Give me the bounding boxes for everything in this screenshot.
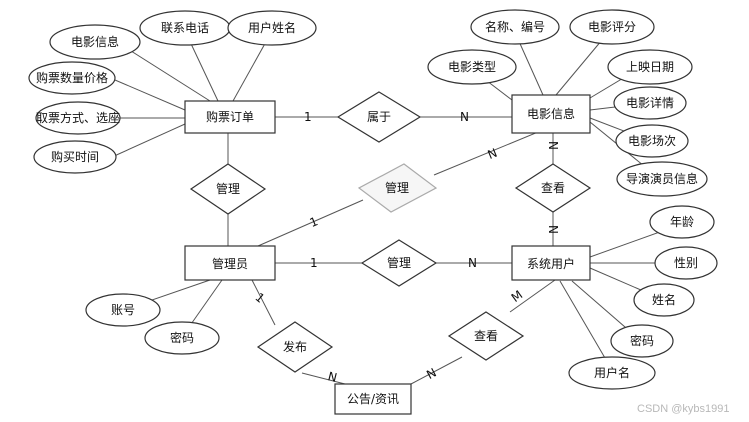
- entity-order-label: 购票订单: [206, 109, 254, 124]
- svg-text:名称、编号: 名称、编号: [485, 19, 545, 34]
- cardinality-view-top: N: [546, 141, 560, 150]
- svg-text:购票数量价格: 购票数量价格: [36, 70, 108, 85]
- svg-text:用户名: 用户名: [594, 365, 630, 380]
- relationship-view-notice-label: 查看: [474, 329, 498, 343]
- cardinality-admin-user-n: N: [468, 256, 477, 270]
- cardinality-admin-user-1: 1: [310, 256, 318, 270]
- entity-admin-label: 管理员: [212, 256, 248, 271]
- entity-notice: 公告/资讯: [334, 383, 412, 415]
- svg-text:联系电话: 联系电话: [161, 21, 209, 35]
- svg-text:电影评分: 电影评分: [588, 20, 636, 34]
- svg-text:姓名: 姓名: [652, 292, 676, 307]
- svg-text:用户姓名: 用户姓名: [248, 20, 296, 35]
- attribute-user-username: 用户名: [568, 356, 656, 390]
- svg-text:电影信息: 电影信息: [71, 34, 119, 49]
- cardinality-publish-n: N: [326, 369, 338, 385]
- attribute-movie-showtimes: 电影场次: [615, 124, 689, 158]
- svg-text:购买时间: 购买时间: [51, 149, 99, 164]
- attribute-movie-details: 电影详情: [613, 86, 687, 120]
- attribute-movie-name-id: 名称、编号: [470, 9, 560, 45]
- attribute-user-name: 姓名: [633, 283, 695, 317]
- svg-text:电影详情: 电影详情: [626, 95, 674, 110]
- attribute-order-pickup-seat: 取票方式、选座: [35, 101, 121, 135]
- cardinality-admin-movie-1: 1: [308, 214, 320, 230]
- relationship-belongs-label: 属于: [367, 110, 391, 124]
- svg-text:上映日期: 上映日期: [626, 60, 674, 74]
- relationship-manage-movie: 管理: [357, 163, 438, 213]
- relationship-belongs: 属于: [336, 91, 422, 143]
- svg-text:电影场次: 电影场次: [628, 134, 676, 148]
- relationship-publish: 发布: [256, 321, 334, 373]
- cardinality-belongs-left: 1: [304, 110, 312, 124]
- entity-user: 系统用户: [511, 245, 591, 281]
- relationship-view: 查看: [514, 163, 592, 213]
- svg-text:密码: 密码: [630, 333, 654, 348]
- attribute-order-username: 用户姓名: [227, 10, 317, 46]
- svg-text:导演演员信息: 导演演员信息: [626, 171, 698, 186]
- entity-notice-label: 公告/资讯: [347, 392, 399, 406]
- relationship-manage-order: 管理: [189, 163, 267, 215]
- relationship-manage-user-label: 管理: [387, 255, 411, 270]
- svg-text:账号: 账号: [111, 303, 135, 317]
- entity-order: 购票订单: [184, 100, 276, 134]
- attribute-movie-release-date: 上映日期: [607, 49, 693, 85]
- attribute-movie-director-cast: 导演演员信息: [616, 161, 708, 197]
- attribute-user-age: 年龄: [649, 205, 715, 239]
- svg-text:取票方式、选座: 取票方式、选座: [36, 110, 120, 125]
- attribute-admin-account: 账号: [85, 293, 161, 327]
- svg-text:密码: 密码: [170, 330, 194, 345]
- svg-text:电影类型: 电影类型: [448, 60, 496, 74]
- watermark: CSDN @kybs1991: [637, 403, 729, 415]
- attribute-movie-rating: 电影评分: [569, 9, 655, 45]
- cardinality-view-bottom: N: [546, 225, 560, 234]
- attribute-order-phone: 联系电话: [139, 10, 231, 46]
- attribute-user-gender: 性别: [654, 246, 718, 280]
- cardinality-publish-1: 1: [252, 290, 267, 306]
- entity-movie: 电影信息: [511, 94, 591, 134]
- relationship-view-notice: 查看: [447, 311, 525, 361]
- attribute-order-quantity-price: 购票数量价格: [28, 61, 116, 95]
- entity-movie-label: 电影信息: [527, 106, 575, 121]
- attribute-order-movie-info: 电影信息: [49, 24, 141, 60]
- attribute-admin-password: 密码: [144, 321, 220, 355]
- svg-text:年龄: 年龄: [670, 215, 694, 229]
- entity-admin: 管理员: [184, 245, 276, 281]
- entity-user-label: 系统用户: [527, 256, 575, 271]
- attribute-order-purchase-time: 购买时间: [33, 140, 117, 174]
- attribute-user-password: 密码: [610, 324, 674, 358]
- relationship-view-label: 查看: [541, 181, 565, 195]
- cardinality-notice-n: N: [424, 365, 439, 382]
- relationship-publish-label: 发布: [283, 339, 307, 354]
- attribute-movie-type: 电影类型: [427, 49, 517, 85]
- relationship-manage-user: 管理: [360, 239, 438, 287]
- cardinality-belongs-right: N: [460, 110, 469, 124]
- relationship-manage-order-label: 管理: [216, 181, 240, 196]
- svg-text:性别: 性别: [674, 256, 698, 270]
- cardinality-admin-movie-n: N: [486, 146, 500, 162]
- relationship-manage-movie-label: 管理: [385, 180, 409, 195]
